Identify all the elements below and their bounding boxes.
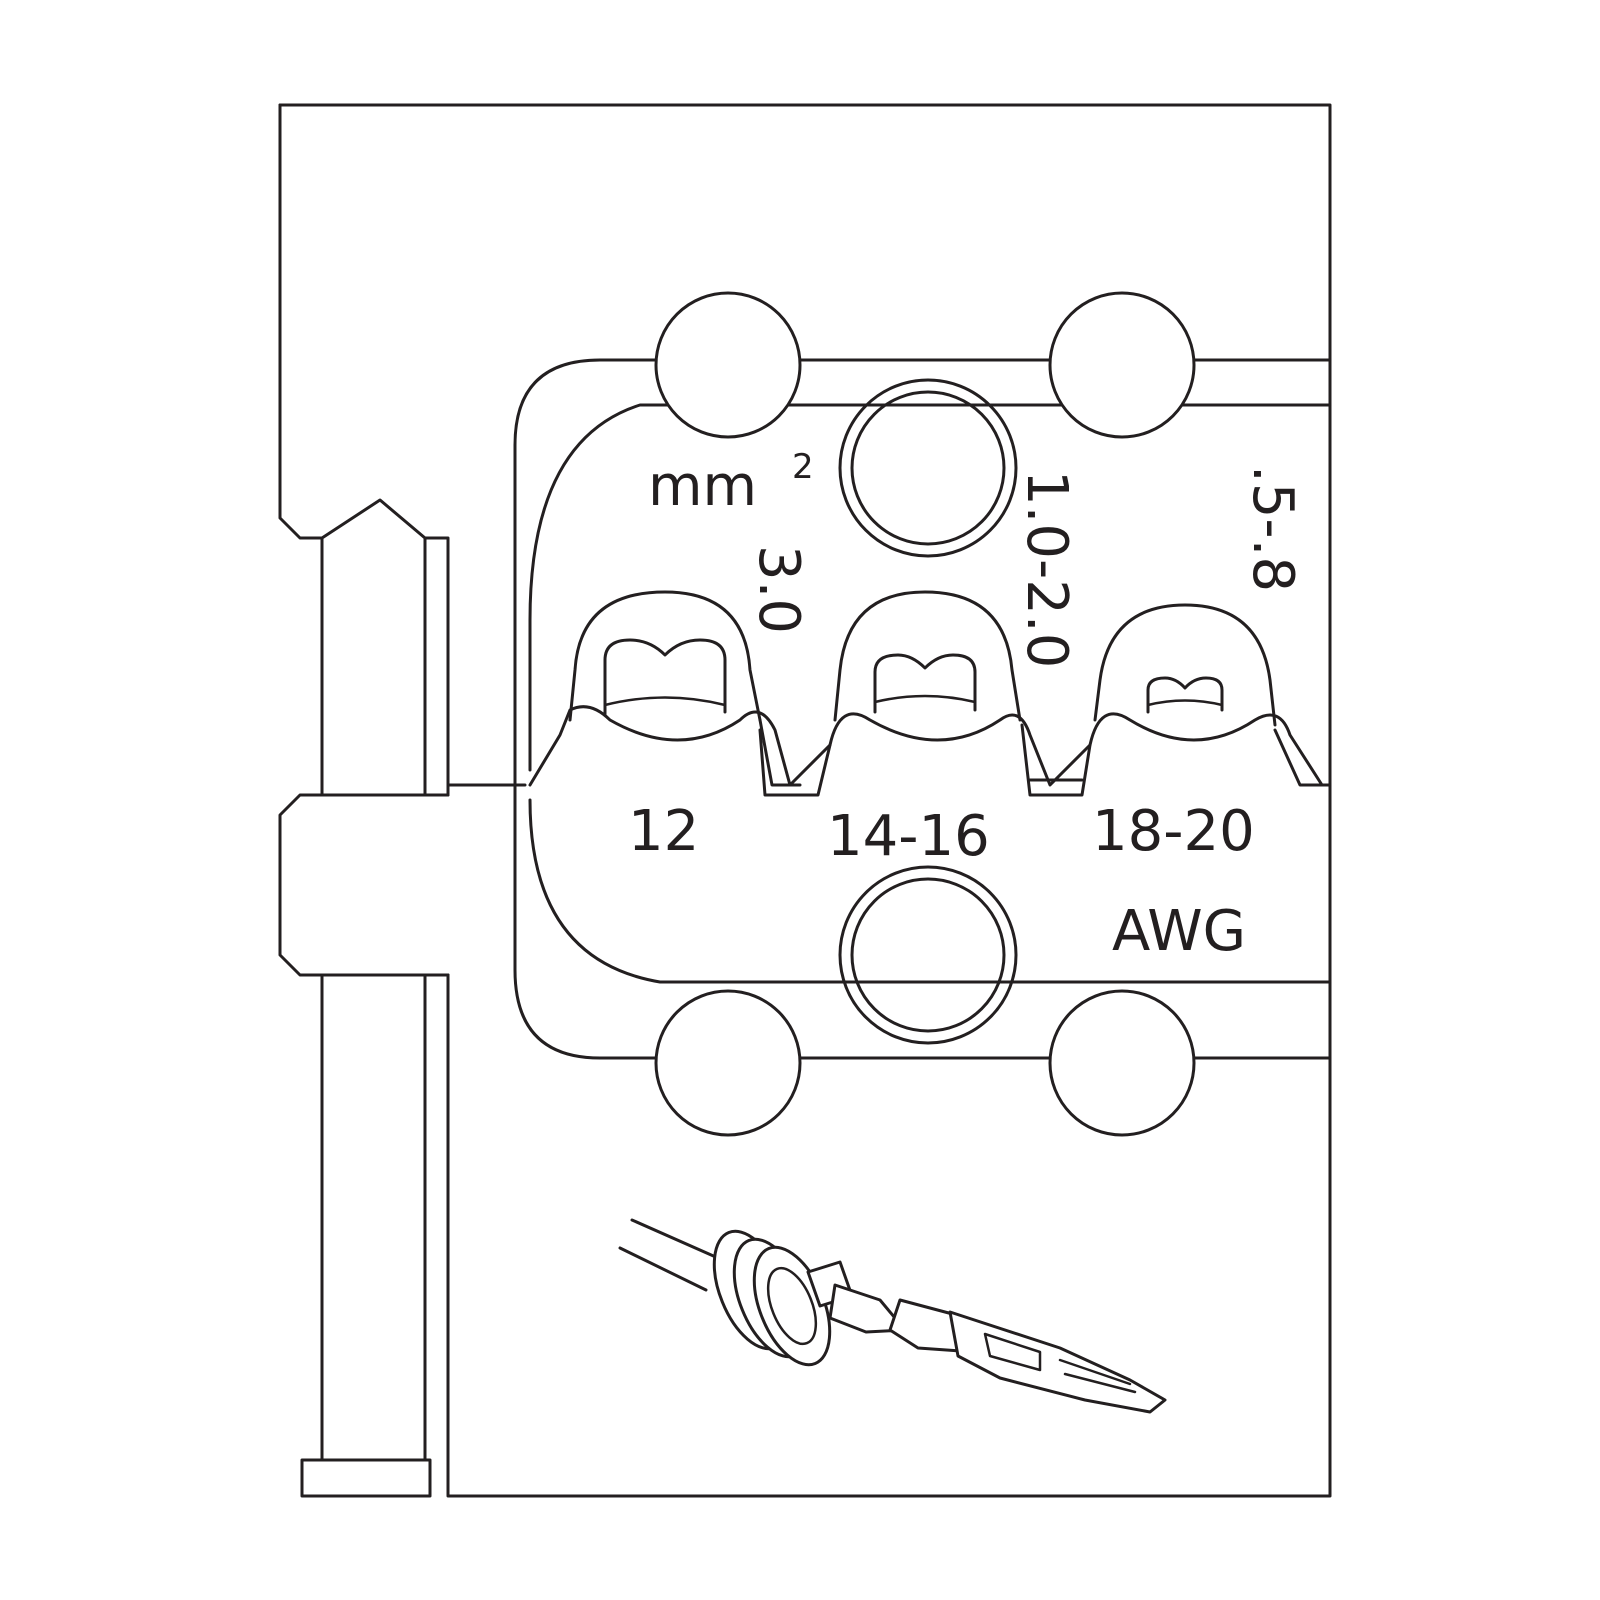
crimp-cavity-3	[1093, 603, 1332, 787]
guide-rail	[300, 536, 450, 1498]
center-screw-bottom	[838, 865, 1018, 1045]
crimp-contact-with-wire-icon	[618, 1218, 1167, 1414]
awg-label-cavity-2: 14-16	[827, 804, 990, 869]
mounting-screw-top-right	[1048, 291, 1196, 439]
lower-jaw-profile	[528, 705, 1332, 787]
die-insert-inner-curve-lower	[528, 798, 1332, 984]
awg-label-cavity-1: 12	[628, 799, 699, 864]
mounting-screw-top-left	[654, 291, 802, 439]
center-screw-top	[838, 378, 1018, 558]
mounting-screw-bottom-right	[1048, 989, 1196, 1137]
die-insert-outline	[513, 358, 1332, 1060]
mm2-label-cavity-2: 1.0-2.0	[1014, 470, 1079, 668]
awg-label-cavity-3: 18-20	[1092, 799, 1255, 864]
awg-unit-label: AWG	[1112, 899, 1246, 964]
mm2-label-cavity-3: .5-.8	[1240, 465, 1305, 592]
die-holder-left-edge	[278, 103, 450, 797]
unit-label-mm: mm	[648, 454, 757, 519]
die-insert-inner-curve	[528, 403, 1332, 772]
crimp-cavity-2	[833, 590, 1092, 797]
crimp-cavity-1	[568, 590, 832, 797]
unit-label-superscript: 2	[792, 447, 814, 487]
mm2-label-cavity-1: 3.0	[746, 545, 811, 634]
mounting-screw-bottom-left	[654, 989, 802, 1137]
locking-tab	[278, 793, 450, 977]
